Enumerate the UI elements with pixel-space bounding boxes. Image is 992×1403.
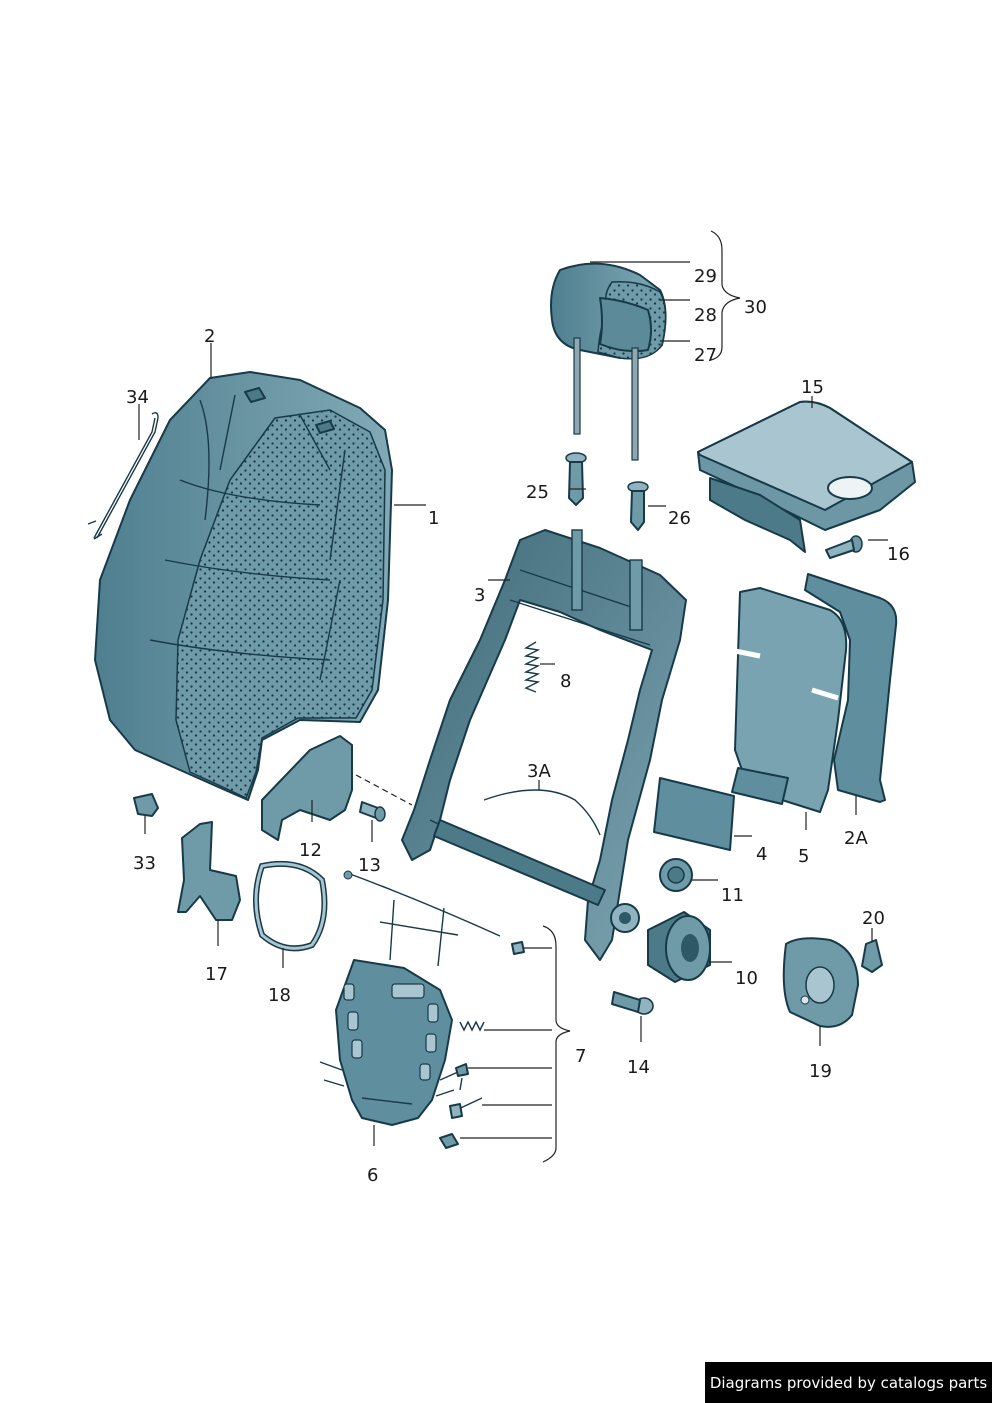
label-14: 14: [627, 1057, 650, 1078]
label-25: 25: [526, 482, 549, 503]
part-6-lumbar-mat: [319, 870, 525, 1126]
label-27: 27: [694, 345, 717, 366]
part-11-knob: [659, 858, 693, 892]
part-20-cap: [861, 939, 883, 973]
label-5: 5: [798, 846, 809, 867]
label-2: 2: [204, 326, 215, 347]
label-29: 29: [694, 266, 717, 287]
part-19-trim-cover: [782, 937, 859, 1028]
part-3A-cable: [483, 789, 601, 836]
label-2A: 2A: [844, 828, 868, 849]
part-7-hardware: [439, 1020, 485, 1149]
part-2A-back-panel: [804, 573, 898, 803]
part-18-ring: [253, 860, 328, 952]
part-1-2-backrest-cover: [94, 371, 393, 801]
label-8: 8: [560, 671, 571, 692]
label-7: 7: [575, 1046, 586, 1067]
label-3: 3: [474, 585, 485, 606]
label-3A: 3A: [527, 761, 551, 782]
label-18: 18: [268, 985, 291, 1006]
label-4: 4: [756, 844, 767, 865]
label-11: 11: [721, 885, 744, 906]
label-30: 30: [744, 297, 767, 318]
part-14-bolt: [611, 991, 654, 1015]
label-19: 19: [809, 1061, 832, 1082]
part-5-back-panel: [729, 587, 848, 813]
label-20: 20: [862, 908, 885, 929]
part-27-29-headrest: [550, 262, 667, 461]
part-10-handwheel: [647, 911, 711, 983]
label-13: 13: [358, 855, 381, 876]
part-15-cover-panel: [697, 400, 916, 553]
part-16-screw: [825, 535, 863, 559]
part-25-headrest-guide: [565, 452, 587, 506]
label-15: 15: [801, 377, 824, 398]
part-3-backrest-frame: [401, 529, 687, 961]
part-26-headrest-guide: [627, 481, 649, 531]
part-labels: 1 2 2A 3 3A 4 5 6 7 8 10 11 12 13 14 15 …: [126, 266, 910, 1186]
footer-credit: Diagrams provided by catalogs parts: [705, 1362, 992, 1403]
part-34-wire: [87, 411, 159, 540]
label-1: 1: [428, 508, 439, 529]
part-4-pad: [653, 777, 735, 851]
label-16: 16: [887, 544, 910, 565]
label-33: 33: [133, 853, 156, 874]
part-12-bracket: [261, 735, 353, 841]
part-17-bracket: [177, 821, 241, 921]
label-26: 26: [668, 508, 691, 529]
label-6: 6: [367, 1165, 378, 1186]
part-13-screw: [359, 801, 386, 822]
label-28: 28: [694, 305, 717, 326]
label-17: 17: [205, 964, 228, 985]
part-33-clip: [133, 793, 159, 817]
part-8-spring: [523, 641, 541, 693]
leader-lines: [138, 230, 888, 1163]
label-12: 12: [299, 840, 322, 861]
label-10: 10: [735, 968, 758, 989]
label-34: 34: [126, 387, 149, 408]
